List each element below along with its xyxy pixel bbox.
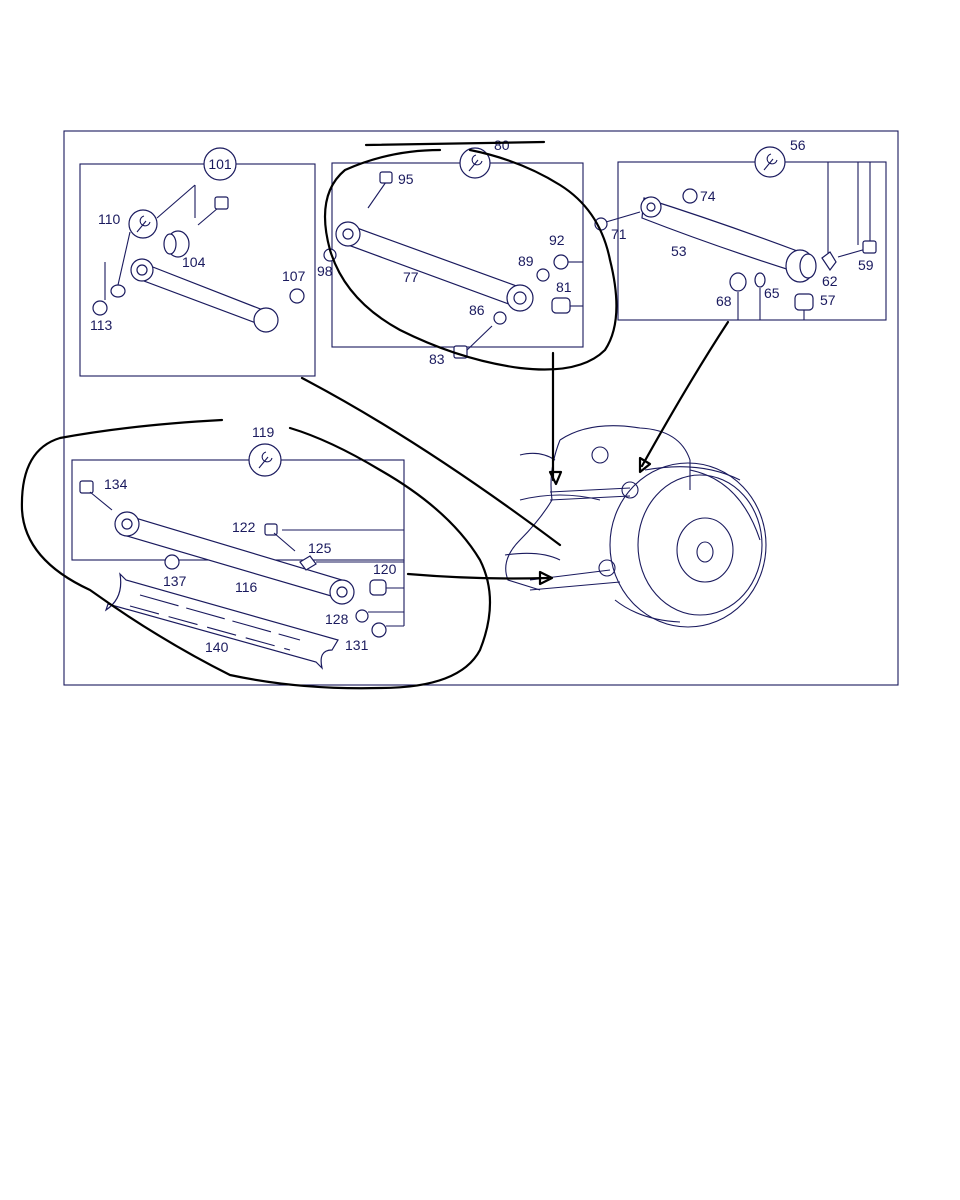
label-74: 74: [700, 188, 716, 204]
group-80-box: [331, 162, 584, 348]
label-62: 62: [822, 273, 838, 289]
label-71: 71: [611, 226, 627, 242]
label-86: 86: [469, 302, 485, 318]
label-65: 65: [764, 285, 780, 301]
hand-circle-group-80: [323, 140, 618, 371]
leader-lines: [300, 320, 730, 586]
label-95: 95: [398, 171, 414, 187]
label-80: 80: [494, 137, 510, 153]
group-101-box: [79, 163, 316, 377]
label-110: 110: [98, 211, 121, 227]
label-81: 81: [556, 279, 572, 295]
label-68: 68: [716, 293, 732, 309]
hand-circle-group-119: [20, 418, 492, 690]
label-125: 125: [308, 540, 332, 556]
label-53: 53: [671, 243, 687, 259]
group-119-box: [71, 459, 405, 561]
label-98: 98: [317, 263, 333, 279]
label-120: 120: [373, 561, 397, 577]
label-83: 83: [429, 351, 445, 367]
label-134: 134: [104, 476, 128, 492]
hand-drawn-marks: [20, 140, 618, 690]
group-101-callout: [203, 147, 237, 181]
wrench-icon-80-shape: [468, 154, 483, 172]
label-89: 89: [518, 253, 534, 269]
label-116: 116: [235, 579, 258, 595]
label-137: 137: [163, 573, 187, 589]
label-57: 57: [820, 292, 836, 308]
label-122: 122: [232, 519, 256, 535]
label-128: 128: [325, 611, 349, 627]
label-56: 56: [790, 137, 806, 153]
axle-assembly: [504, 425, 767, 628]
group-56[interactable]: 56 74 71 53 62 59 68 65 57: [594, 137, 887, 321]
label-59: 59: [858, 257, 874, 273]
group-101[interactable]: 101 110 104 107 113: [79, 147, 316, 377]
group-119[interactable]: 119 134 116 122 125 137 120 128 1: [71, 424, 405, 670]
label-119: 119: [252, 424, 275, 440]
diagram-frame: [63, 130, 899, 686]
wrench-icon-56-shape: [763, 153, 778, 171]
label-140: 140: [205, 639, 229, 655]
label-107: 107: [282, 268, 306, 284]
wrench-icon-shape: [136, 215, 151, 233]
label-113: 113: [90, 317, 113, 333]
label-92: 92: [549, 232, 565, 248]
label-104: 104: [182, 254, 206, 270]
wrench-icon-119-shape: [258, 451, 273, 469]
label-101: 101: [208, 156, 232, 172]
group-80[interactable]: 80 95 98 77 89 92 81 86 83: [317, 137, 584, 367]
group-56-box: [617, 161, 887, 321]
label-131: 131: [345, 637, 369, 653]
label-77: 77: [403, 269, 419, 285]
